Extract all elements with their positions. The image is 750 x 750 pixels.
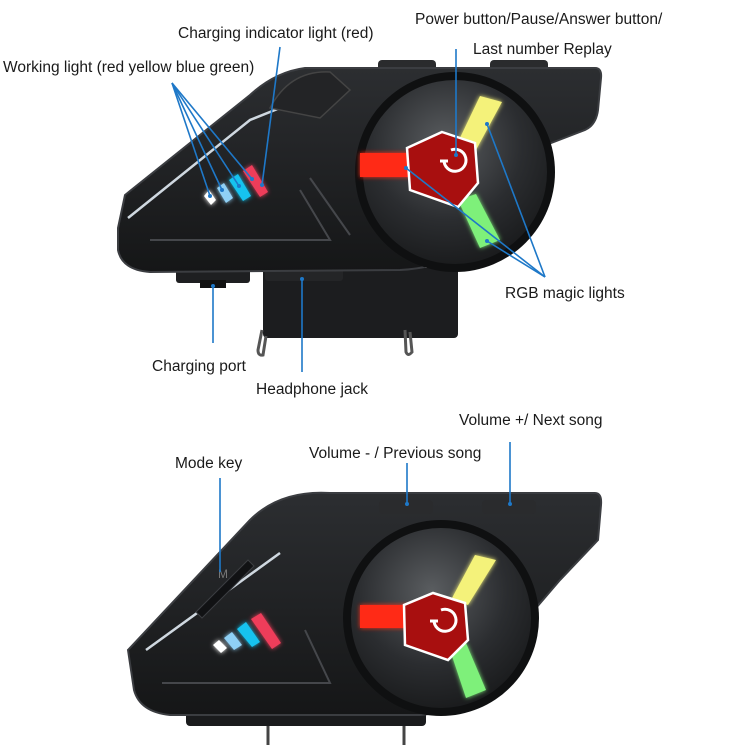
rgb-yellow-arm-2 [452, 555, 496, 605]
rgb-green-arm [458, 194, 500, 248]
top-leader-lines [171, 46, 546, 372]
label-charging-indicator: Charging indicator light (red) [178, 25, 374, 42]
led-lightblue-2 [224, 632, 242, 650]
bottom-leader-lines [219, 442, 511, 572]
rgb-red-arm [360, 153, 410, 177]
top-leader-dots [208, 122, 489, 288]
rgb-red-arm-2 [360, 605, 410, 628]
bottom-leader-dots [405, 502, 512, 506]
led-red-2 [251, 613, 281, 649]
label-rgb-lights: RGB magic lights [505, 285, 625, 302]
label-power-button-line1: Power button/Pause/Answer button/ [415, 11, 663, 28]
mount-clip-right [403, 329, 414, 356]
led-white-2 [213, 640, 227, 653]
rgb-green-arm-2 [450, 643, 486, 698]
bottom-device: M [126, 491, 603, 745]
label-mode-key: Mode key [175, 455, 243, 472]
rgb-magic-lights [360, 96, 502, 248]
power-icon [440, 147, 468, 173]
volume-down-button [379, 500, 433, 514]
mode-key-glyph: M [218, 567, 228, 581]
bevel-line [150, 189, 332, 241]
mount-clip-left [256, 329, 268, 357]
label-working-light: Working light (red yellow blue green) [3, 59, 255, 76]
led-blue-2 [237, 622, 260, 647]
label-volume-up: Volume +/ Next song [459, 412, 603, 429]
bevel-line-2 [309, 177, 351, 236]
top-device [117, 60, 603, 357]
rgb-yellow-arm [458, 96, 502, 150]
mode-key [195, 559, 255, 619]
volume-up-button [482, 500, 536, 514]
body-bump [268, 71, 352, 119]
label-headphone-jack: Headphone jack [256, 381, 369, 398]
rgb-magic-lights-2 [360, 555, 496, 698]
bevel-line-3 [162, 629, 332, 684]
label-volume-down: Volume - / Previous song [309, 445, 482, 462]
label-charging-port: Charging port [152, 358, 246, 375]
working-lights-2 [213, 613, 281, 653]
mount-plate [263, 268, 458, 338]
led-red-charging [243, 165, 268, 197]
label-power-button-line2: Last number Replay [473, 41, 612, 58]
power-icon-2 [430, 607, 458, 633]
